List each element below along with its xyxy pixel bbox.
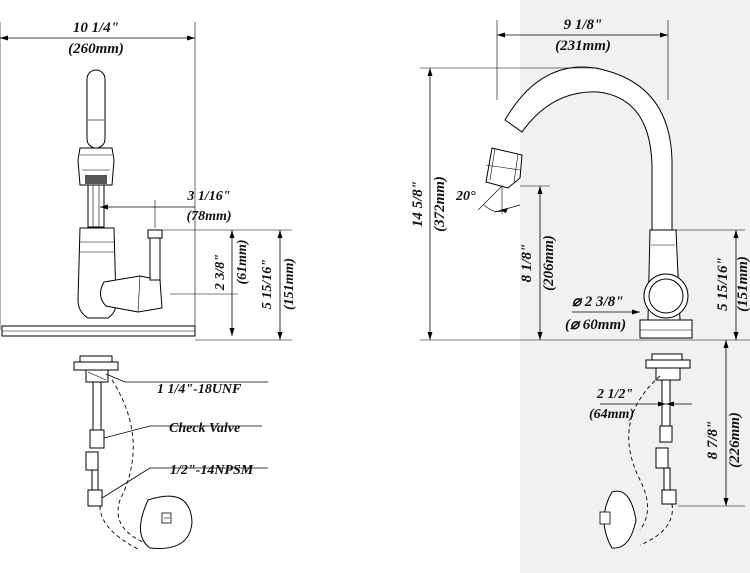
front-handle-height-mm: (61mm) xyxy=(235,239,250,284)
side-under-deck-in: 8 7/8" xyxy=(705,421,721,460)
side-spout-clearance-in: 8 1/8" xyxy=(519,244,535,283)
side-body-height-mm: (151mm) xyxy=(735,256,750,312)
side-body-height-in: 5 15/16" xyxy=(715,257,731,311)
front-body-height-mm: (151mm) xyxy=(282,258,297,310)
side-shank-offset-in: 2 1/2" xyxy=(596,387,633,402)
callout-check-valve: Check Valve xyxy=(169,421,240,436)
side-base-diameter-mm: (⌀ 60mm) xyxy=(565,317,626,333)
side-reach-in: 9 1/8" xyxy=(564,17,603,33)
side-total-height-in: 14 5/8" xyxy=(410,181,426,227)
side-reach-mm: (231mm) xyxy=(555,38,611,54)
front-view: 10 1/4" (260mm) 3 1/16" (78mm) xyxy=(0,20,297,551)
side-view: 9 1/8" (231mm) 20° 14 5/8" (372mm) xyxy=(410,17,750,549)
front-width-in: 10 1/4" xyxy=(73,20,119,36)
side-base-diameter-in: ⌀ 2 3/8" xyxy=(572,294,624,310)
side-spout-clearance-mm: (206mm) xyxy=(541,235,557,291)
side-deck-plate xyxy=(639,319,693,339)
front-width-mm: (260mm) xyxy=(68,41,124,57)
front-check-valve xyxy=(89,429,105,449)
front-handle-reach-mm: (78mm) xyxy=(186,209,231,224)
front-handle-height-in: 2 3/8" xyxy=(213,254,228,291)
front-body-height-in: 5 15/16" xyxy=(260,259,275,309)
callout-npsm: 1/2"-14NPSM xyxy=(170,463,254,478)
front-handle-reach-in: 3 1/16" xyxy=(186,189,230,204)
side-spray-angle: 20° xyxy=(455,189,476,204)
side-spray-head xyxy=(485,147,523,189)
side-total-height-mm: (372mm) xyxy=(432,176,448,232)
front-wand xyxy=(86,69,106,149)
callout-thread: 1 1/4"-18UNF xyxy=(157,382,242,397)
side-shank-offset-mm: (64mm) xyxy=(589,407,634,422)
front-handle xyxy=(100,275,163,313)
side-under-deck-mm: (226mm) xyxy=(727,412,743,468)
